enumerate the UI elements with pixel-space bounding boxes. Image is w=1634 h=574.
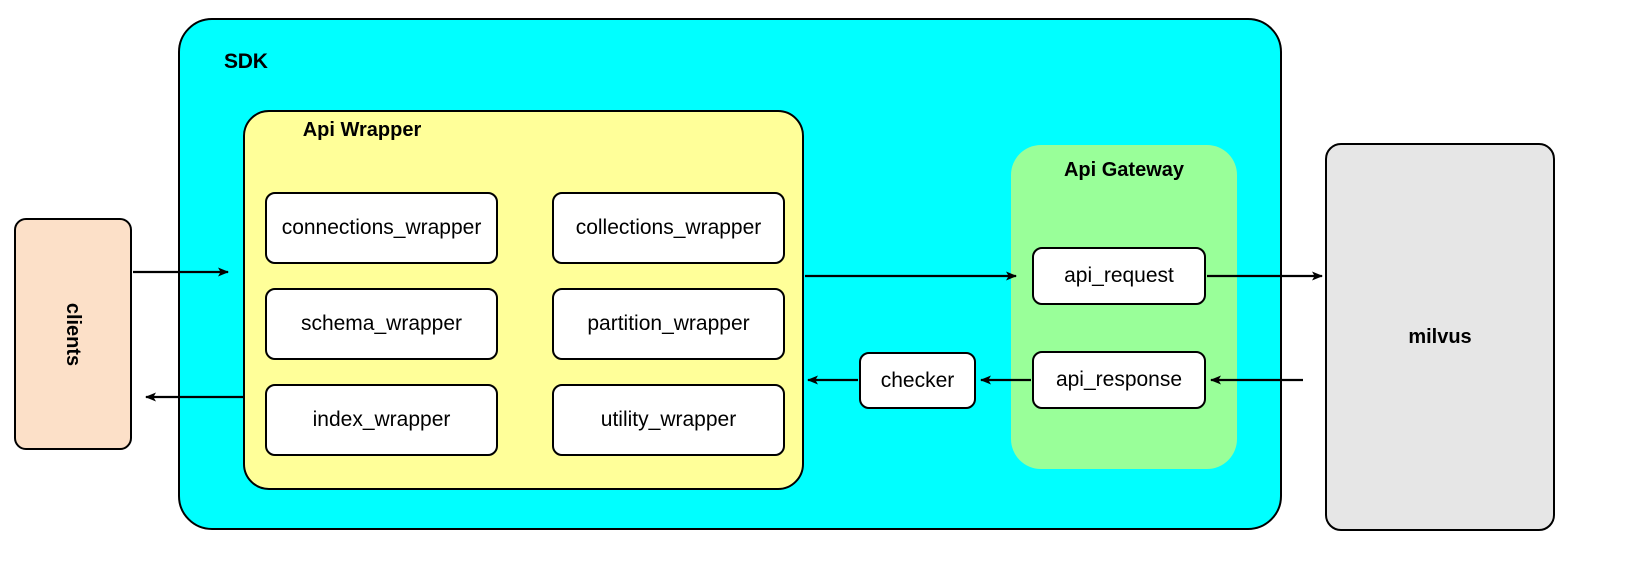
module-label: collections_wrapper: [575, 216, 762, 239]
api-wrapper-label: Api Wrapper: [302, 119, 422, 141]
module-label: connections_wrapper: [281, 216, 482, 239]
module-index-wrapper[interactable]: index_wrapper: [265, 384, 498, 456]
api-gateway-container[interactable]: Api Gateway: [1011, 145, 1237, 469]
module-label: partition_wrapper: [587, 312, 750, 335]
module-collections-wrapper[interactable]: collections_wrapper: [552, 192, 785, 264]
milvus-node[interactable]: milvus: [1325, 143, 1555, 531]
sdk-label: SDK: [224, 50, 268, 73]
checker-node[interactable]: checker: [859, 352, 976, 409]
api-gateway-label: Api Gateway: [1063, 159, 1185, 181]
module-label: api_request: [1064, 264, 1174, 287]
module-label: schema_wrapper: [300, 312, 463, 335]
clients-label: clients: [62, 302, 85, 366]
module-api-request[interactable]: api_request: [1032, 247, 1206, 305]
module-label: api_response: [1055, 368, 1183, 391]
module-utility-wrapper[interactable]: utility_wrapper: [552, 384, 785, 456]
module-schema-wrapper[interactable]: schema_wrapper: [265, 288, 498, 360]
module-partition-wrapper[interactable]: partition_wrapper: [552, 288, 785, 360]
checker-label: checker: [880, 368, 955, 392]
module-api-response[interactable]: api_response: [1032, 351, 1206, 409]
module-label: index_wrapper: [312, 408, 451, 431]
milvus-label: milvus: [1408, 325, 1472, 348]
clients-node[interactable]: clients: [14, 218, 132, 450]
module-label: utility_wrapper: [600, 408, 737, 431]
module-connections-wrapper[interactable]: connections_wrapper: [265, 192, 498, 264]
